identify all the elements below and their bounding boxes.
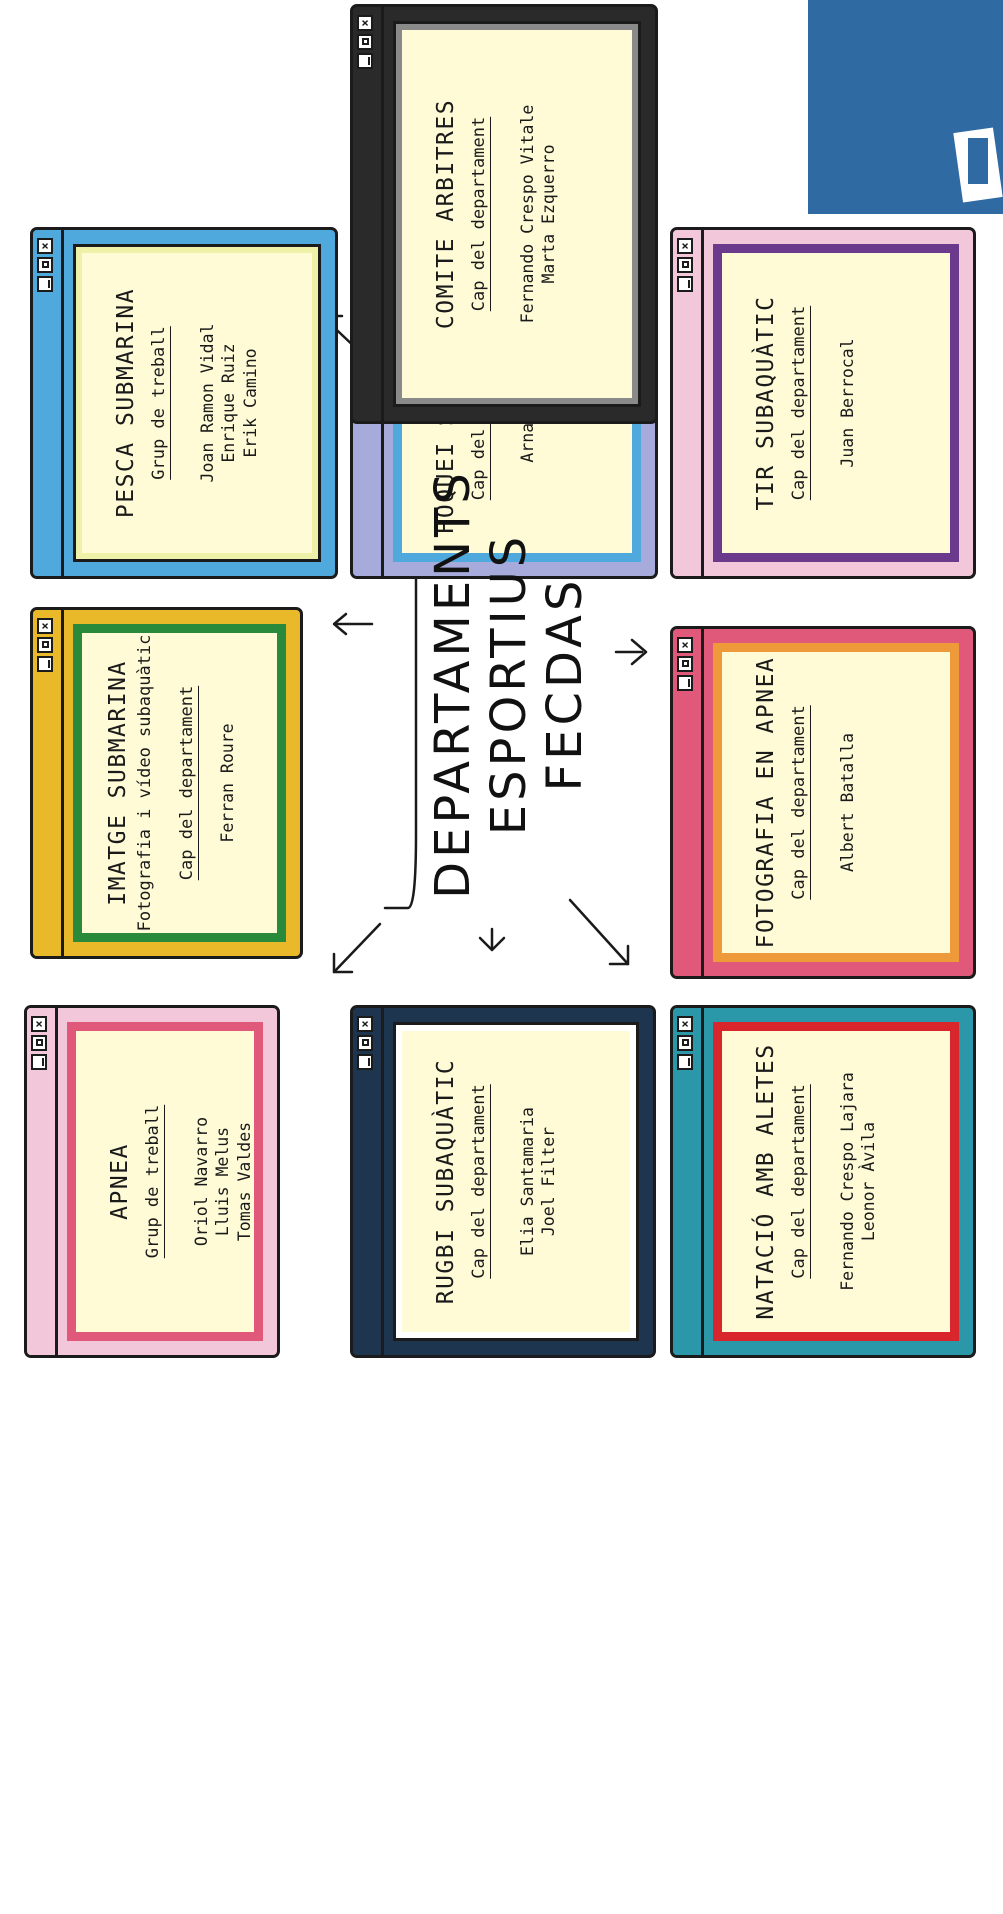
close-icon[interactable]: × <box>357 1016 373 1032</box>
card-imatge-titlebar: × <box>33 610 64 956</box>
card-imatge-name: Ferran Roure <box>217 723 237 843</box>
card-imatge-subtitle: Fotografia i vídeo subaquàtic <box>134 634 155 932</box>
arrow-to-fotografia-head <box>630 638 648 666</box>
card-comite-name: Fernando Crespo Vitale <box>517 104 537 324</box>
card-apnea-title: APNEA <box>107 1143 133 1220</box>
card-pesca-role: Grup de treball <box>148 326 169 480</box>
card-rugbi-name: Elia Santamaria <box>517 1107 537 1257</box>
arrow-to-apnea-head <box>332 952 354 974</box>
card-fotografia-name: Albert Batalla <box>837 732 857 873</box>
arrow-to-apnea <box>332 922 382 974</box>
card-fotografia: × FOTOGRAFIA EN APNEA Cap del departamen… <box>670 626 976 979</box>
card-tir-titlebar: × <box>673 230 704 576</box>
card-natacio-title: NATACIÓ AMB ALETES <box>753 1043 779 1320</box>
center-title-line: DEPARTAMENTS <box>425 469 481 899</box>
arrow-to-natacio-head <box>608 944 630 966</box>
card-apnea-name: Lluis Melus <box>213 1126 233 1237</box>
close-icon[interactable]: × <box>677 1016 693 1032</box>
minimize-icon[interactable] <box>37 656 53 672</box>
arrow-to-imatge-head <box>332 612 348 636</box>
card-apnea-titlebar: × <box>27 1008 58 1355</box>
card-natacio: × NATACIÓ AMB ALETES Cap del departament… <box>670 1005 976 1358</box>
card-comite-title: COMITE ARBITRES <box>433 98 459 330</box>
card-tir-name: Juan Berrocal <box>837 338 857 468</box>
card-rugbi-titlebar: × <box>353 1008 384 1355</box>
card-pesca: × PESCA SUBMARINA Grup de treball Joan R… <box>30 227 338 579</box>
card-fotografia-titlebar: × <box>673 629 704 976</box>
card-imatge: × IMATGE SUBMARINA Fotografia i vídeo su… <box>30 607 303 959</box>
maximize-icon[interactable] <box>677 257 693 273</box>
minimize-icon[interactable] <box>37 276 53 292</box>
minimize-icon[interactable] <box>677 1054 693 1070</box>
card-tir-title: TIR SUBAQUÀTIC <box>753 295 779 511</box>
card-comite-titlebar: × <box>353 7 384 421</box>
card-natacio-role: Cap del departament <box>788 1084 809 1279</box>
card-pesca-title: PESCA SUBMARINA <box>113 287 139 519</box>
close-icon[interactable]: × <box>37 618 53 634</box>
card-natacio-titlebar: × <box>673 1008 704 1355</box>
maximize-icon[interactable] <box>677 656 693 672</box>
maximize-icon[interactable] <box>357 1035 373 1051</box>
card-pesca-name: Erik Camino <box>240 348 260 458</box>
center-title-line: FECDAS <box>537 576 593 792</box>
card-apnea-role: Grup de treball <box>142 1104 163 1259</box>
close-icon[interactable]: × <box>37 238 53 254</box>
close-icon[interactable]: × <box>677 238 693 254</box>
minimize-icon[interactable] <box>357 1054 373 1070</box>
card-comite-name: Marta Ezquerro <box>539 144 559 284</box>
arrow-to-rugbi-head <box>478 936 506 952</box>
card-imatge-title: IMATGE SUBMARINA <box>105 660 131 906</box>
card-natacio-name: Leonor Àvila <box>859 1121 879 1242</box>
card-natacio-name: Fernando Crespo Lajara <box>837 1072 857 1291</box>
card-rugbi-title: RUGBI SUBAQUÀTIC <box>433 1058 459 1305</box>
maximize-icon[interactable] <box>357 34 373 50</box>
center-title: DEPARTAMENTS ESPORTIUS FECDAS <box>425 454 593 914</box>
center-title-line: ESPORTIUS <box>481 532 537 836</box>
card-apnea: × APNEA Grup de treball Oriol Navarro Ll… <box>24 1005 280 1358</box>
card-apnea-name: Oriol Navarro <box>191 1116 211 1247</box>
close-icon[interactable]: × <box>31 1016 47 1032</box>
sign-logo-mark <box>968 138 988 184</box>
maximize-icon[interactable] <box>31 1035 47 1051</box>
card-pesca-titlebar: × <box>33 230 64 576</box>
card-pesca-name: Joan Ramon Vidal <box>197 323 217 483</box>
maximize-icon[interactable] <box>37 637 53 653</box>
close-icon[interactable]: × <box>357 15 373 31</box>
card-tir-role: Cap del departament <box>788 305 809 501</box>
maximize-icon[interactable] <box>37 257 53 273</box>
background-sign <box>808 0 1003 214</box>
minimize-icon[interactable] <box>357 53 373 69</box>
card-fotografia-role: Cap del departament <box>788 705 809 900</box>
card-pesca-name: Enrique Ruiz <box>219 343 239 463</box>
card-rugbi: × RUGBI SUBAQUÀTIC Cap del departament E… <box>350 1005 656 1358</box>
card-tir: × TIR SUBAQUÀTIC Cap del departament Jua… <box>670 227 976 579</box>
card-imatge-role: Cap del departament <box>176 685 197 881</box>
card-comite: × COMITE ARBITRES Cap del departament Fe… <box>350 4 658 424</box>
minimize-icon[interactable] <box>31 1054 47 1070</box>
card-rugbi-role: Cap del departament <box>468 1084 489 1279</box>
card-fotografia-title: FOTOGRAFIA EN APNEA <box>753 656 779 949</box>
card-rugbi-name: Joel Filter <box>539 1126 559 1237</box>
card-comite-role: Cap del departament <box>468 116 489 312</box>
maximize-icon[interactable] <box>677 1035 693 1051</box>
minimize-icon[interactable] <box>677 276 693 292</box>
card-apnea-name: Tomas Valdes <box>234 1121 254 1242</box>
arrow-to-natacio <box>568 898 630 966</box>
close-icon[interactable]: × <box>677 637 693 653</box>
minimize-icon[interactable] <box>677 675 693 691</box>
